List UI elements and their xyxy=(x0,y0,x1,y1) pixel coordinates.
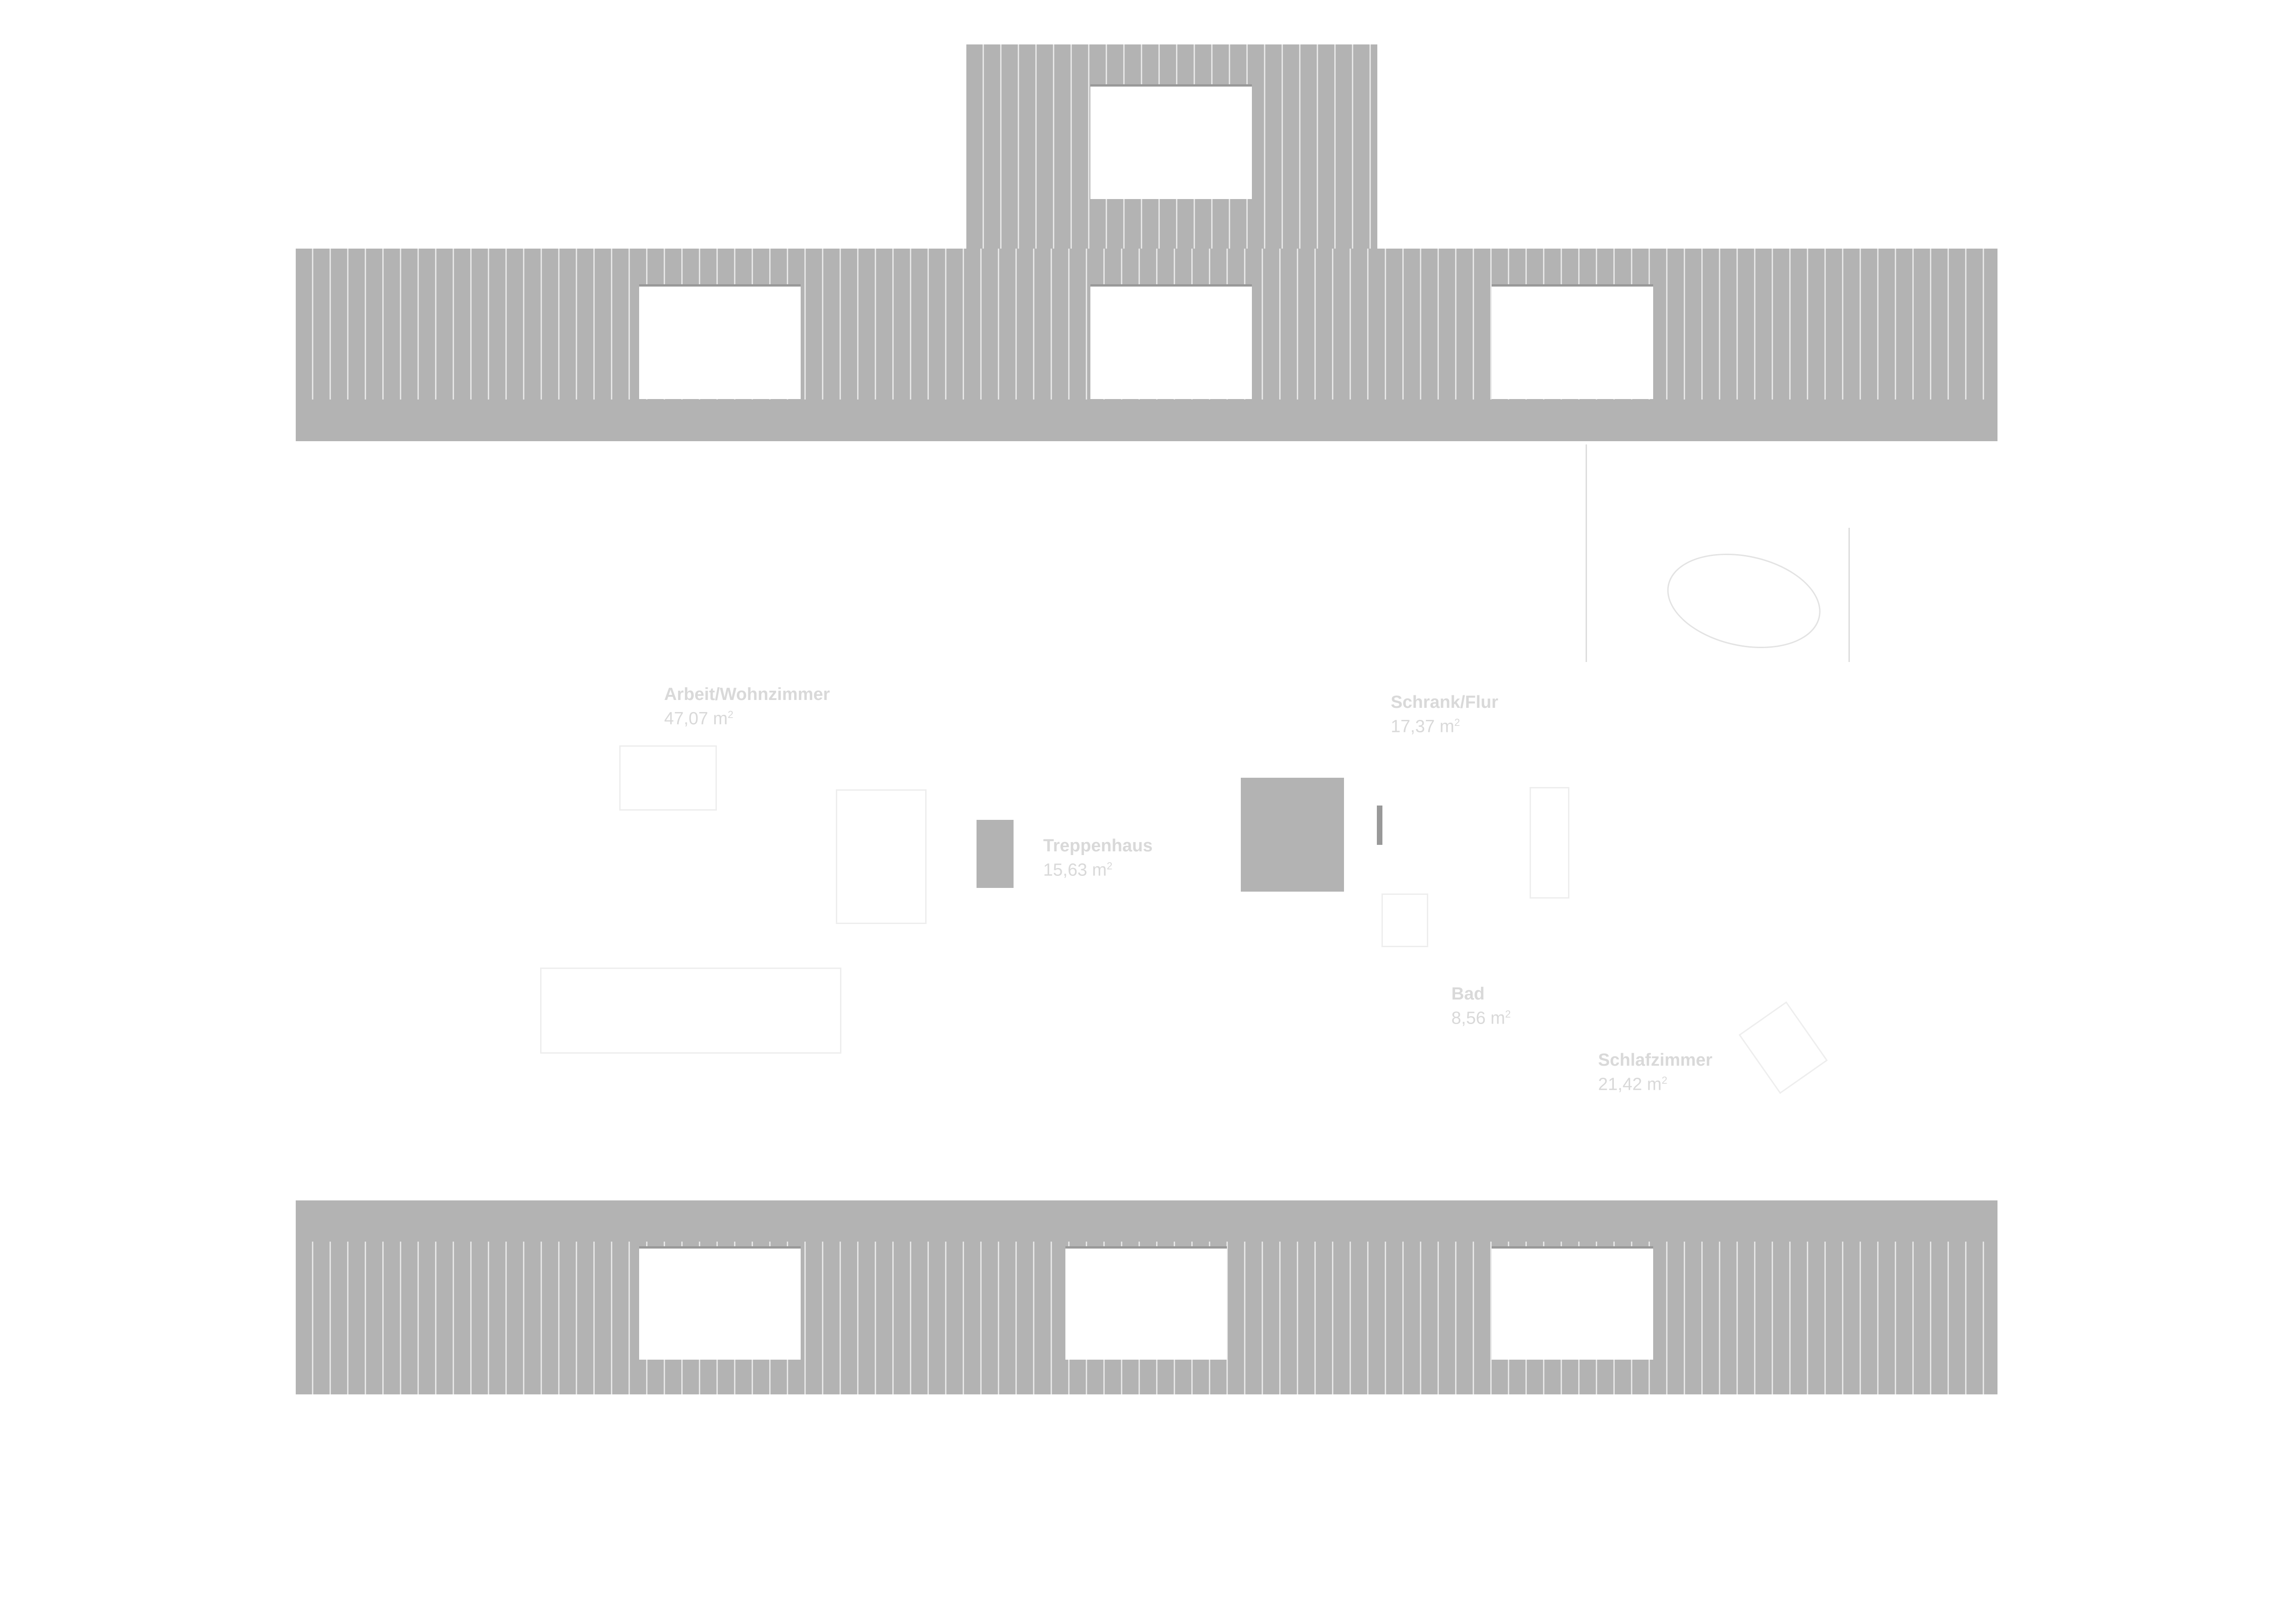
bottom-window-2 xyxy=(1065,1246,1227,1360)
bathroom-wall-line-2 xyxy=(1848,528,1850,662)
room-area: 47,07 m xyxy=(664,709,728,729)
bathroom-wall-line xyxy=(1586,444,1587,662)
bedroom-chair xyxy=(1738,1001,1828,1094)
room-label-treppenhaus: Treppenhaus 15,63 m2 xyxy=(1043,836,1153,881)
room-name: Arbeit/Wohnzimmer xyxy=(664,685,830,704)
elevator-shaft xyxy=(1240,777,1345,893)
desk xyxy=(619,745,717,811)
room-name: Treppenhaus xyxy=(1043,836,1153,856)
stair-shaft xyxy=(977,820,1014,888)
area-unit-exponent: 2 xyxy=(1107,860,1113,872)
top-window-1 xyxy=(639,284,801,399)
area-unit-exponent: 2 xyxy=(1505,1008,1511,1020)
room-label-schlafzimmer: Schlafzimmer 21,42 m2 xyxy=(1598,1050,1712,1095)
wall-segment xyxy=(1377,806,1382,845)
top-roof-band xyxy=(296,249,1997,400)
area-unit-exponent: 2 xyxy=(1661,1074,1668,1086)
bottom-window-3 xyxy=(1492,1246,1653,1360)
area-unit-exponent: 2 xyxy=(728,709,734,720)
top-window-3 xyxy=(1492,284,1653,399)
room-label-arbeit-wohnzimmer: Arbeit/Wohnzimmer 47,07 m2 xyxy=(664,684,830,729)
room-label-bad: Bad 8,56 m2 xyxy=(1451,984,1511,1029)
top-window-2 xyxy=(1090,284,1252,399)
room-name: Schlafzimmer xyxy=(1598,1050,1713,1070)
bottom-eave-bar xyxy=(296,1200,1997,1242)
room-area: 17,37 m xyxy=(1391,717,1455,737)
shelf xyxy=(1381,893,1428,947)
top-dormer-window xyxy=(1090,84,1252,199)
room-area: 15,63 m xyxy=(1043,860,1107,880)
sofa xyxy=(540,968,841,1054)
area-unit-exponent: 2 xyxy=(1454,717,1460,728)
room-label-schrank-flur: Schrank/Flur 17,37 m2 xyxy=(1391,692,1498,737)
top-eave-bar xyxy=(296,400,1997,441)
room-name: Bad xyxy=(1451,984,1485,1004)
washbasin xyxy=(1530,787,1569,899)
room-name: Schrank/Flur xyxy=(1391,693,1499,712)
room-area: 8,56 m xyxy=(1451,1008,1506,1028)
bottom-window-1 xyxy=(639,1246,801,1360)
bed xyxy=(836,789,927,924)
bathtub xyxy=(1658,540,1829,662)
room-area: 21,42 m xyxy=(1598,1074,1662,1094)
